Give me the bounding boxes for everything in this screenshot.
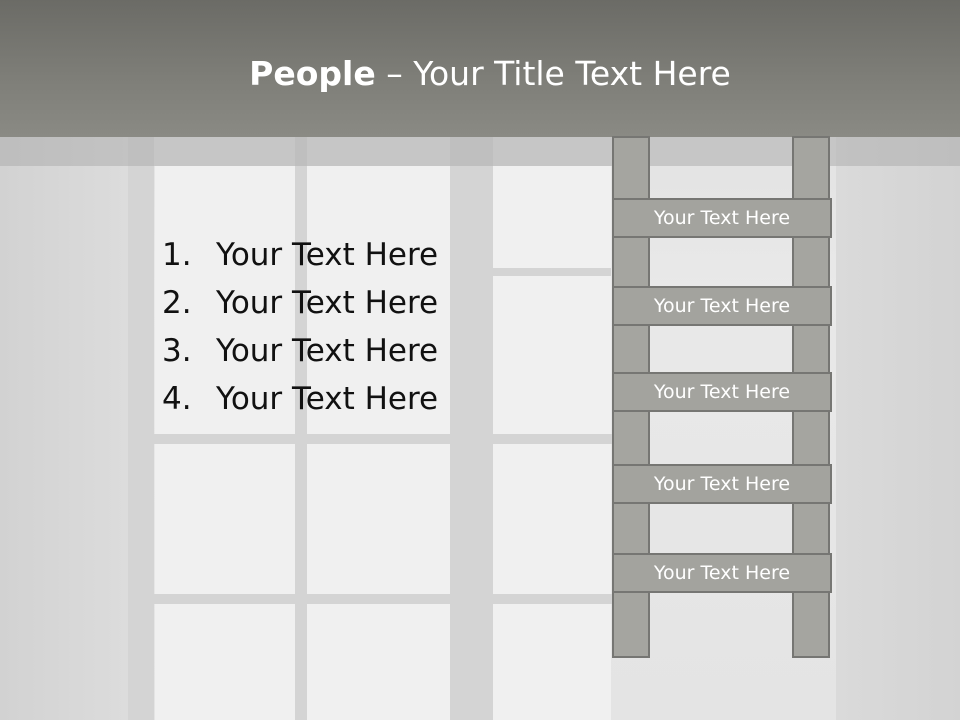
slide-title-bold: People [249, 54, 376, 93]
window-frame [295, 130, 307, 720]
window-pane [155, 604, 295, 720]
ladder-rung[interactable]: Your Text Here [612, 464, 832, 504]
slide-title[interactable]: People – Your Title Text Here [0, 48, 960, 100]
list-item-text: Your Text Here [216, 381, 439, 417]
ladder-rung[interactable]: Your Text Here [612, 553, 832, 593]
window-frame [128, 130, 154, 720]
window-pane [493, 604, 611, 720]
ladder-rung[interactable]: Your Text Here [612, 372, 832, 412]
window-frame [128, 594, 612, 604]
list-item-number: 1. [162, 237, 192, 273]
slide-title-rest: – Your Title Text Here [375, 54, 731, 93]
ladder-rung[interactable]: Your Text Here [612, 198, 832, 238]
window-pane [307, 166, 450, 436]
list-item: 4. Your Text Here [162, 375, 438, 423]
list-item-number: 2. [162, 285, 192, 321]
window-pane [493, 166, 611, 436]
window-pane [307, 444, 450, 594]
list-item: 1. Your Text Here [162, 231, 438, 279]
window-pane [307, 604, 450, 720]
list-item: 3. Your Text Here [162, 327, 438, 375]
window-pane [155, 166, 295, 436]
window-frame [493, 268, 611, 276]
list-item-text: Your Text Here [216, 333, 439, 369]
list-item-text: Your Text Here [216, 237, 439, 273]
window-frame [128, 434, 612, 444]
window-pane [493, 444, 611, 594]
list-item: 2. Your Text Here [162, 279, 438, 327]
window-pane [155, 444, 295, 594]
numbered-list[interactable]: 1. Your Text Here 2. Your Text Here 3. Y… [162, 231, 438, 423]
window-frame [450, 130, 493, 720]
list-item-number: 4. [162, 381, 192, 417]
ladder-rung[interactable]: Your Text Here [612, 286, 832, 326]
list-item-text: Your Text Here [216, 285, 439, 321]
list-item-number: 3. [162, 333, 192, 369]
title-bar: People – Your Title Text Here [0, 0, 960, 137]
